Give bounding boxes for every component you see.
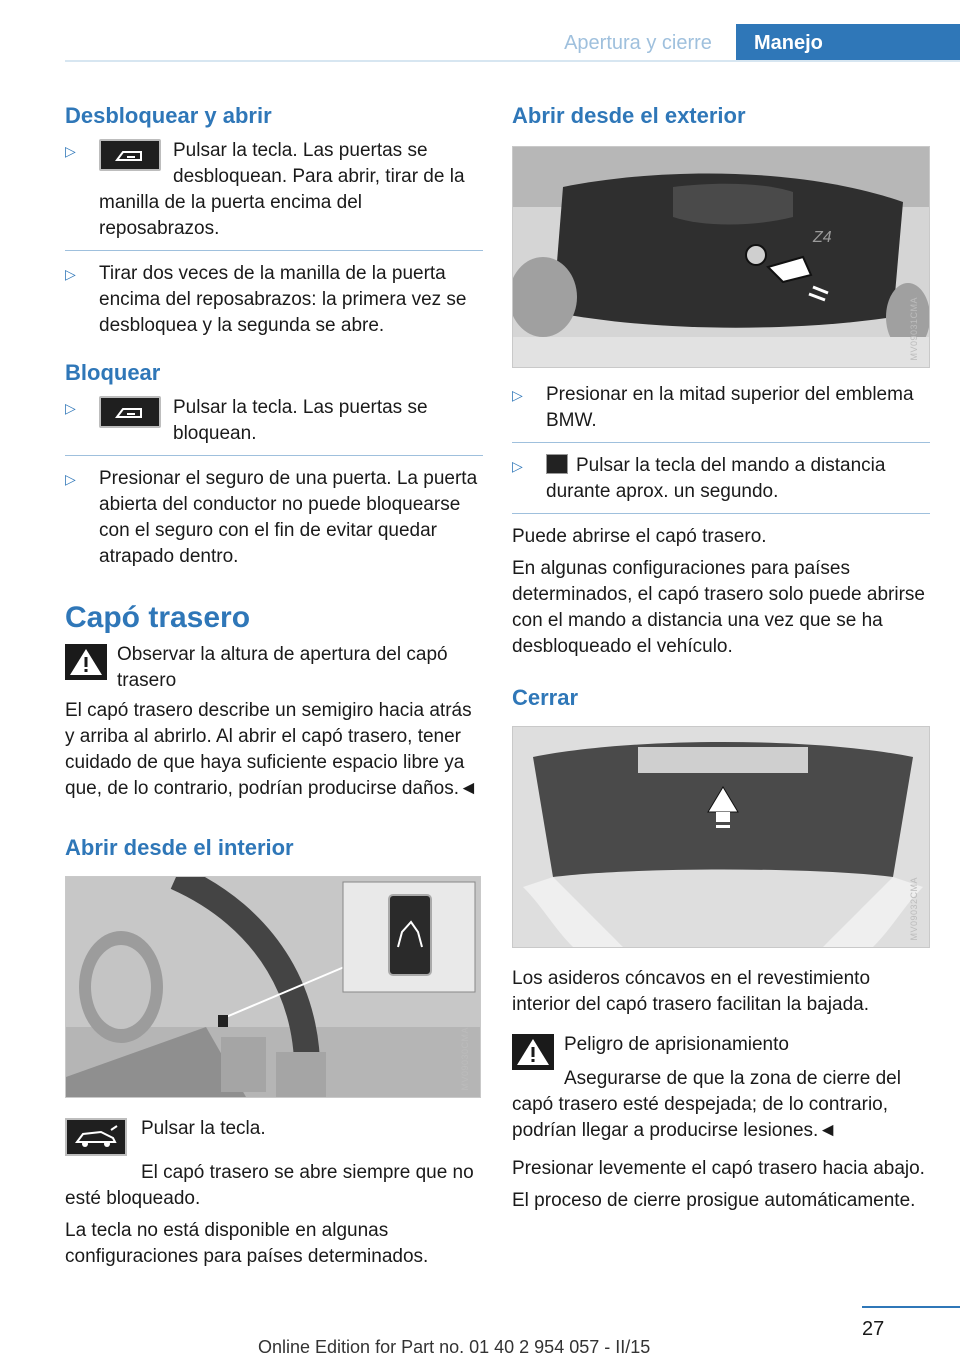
image-code: MV09032CMA — [909, 877, 919, 941]
heading-capo-trasero: Capó trasero — [65, 601, 251, 634]
image-code: MV09031CMA — [909, 297, 919, 361]
header-section-title: Apertura y cierre — [564, 32, 712, 54]
emblem-instruction: Presionar en la mitad superior del emble… — [546, 384, 914, 431]
right-column: Abrir desde el exterior Z4 MV09031CMA ▷ … — [512, 100, 930, 1214]
unlock-key-icon — [99, 139, 161, 171]
closing-press-note: Presionar levemente el capó trasero haci… — [512, 1158, 925, 1179]
footer-rule — [862, 1306, 960, 1308]
image-code: MV09030CMA — [460, 1027, 470, 1091]
divider — [65, 250, 483, 251]
left-column: Desbloquear y abrir ▷ Pulsar la tecla. L… — [65, 100, 483, 1270]
heading-bloquear: Bloquear — [65, 360, 161, 385]
divider — [512, 513, 930, 514]
closing-handles-note: Los asideros cóncavos en el revestimient… — [512, 968, 871, 1015]
heading-abrir-exterior: Abrir desde el exterior — [512, 103, 746, 128]
capo-description: El capó trasero describe un semigiro hac… — [65, 700, 478, 799]
interior-open-condition: El capó trasero se abre siempre que no e… — [65, 1162, 474, 1209]
list-item: ▷ Presionar el seguro de una puerta. La … — [65, 466, 483, 570]
lock-instruction: Pulsar la tecla. Las puertas se bloquean… — [173, 397, 428, 444]
warning-title: Peligro de aprisionamiento — [564, 1034, 789, 1055]
tailgate-key-icon — [65, 1118, 127, 1156]
divider — [65, 455, 483, 456]
interior-key-block: Pulsar la tecla. — [65, 1116, 483, 1156]
footer-edition: Online Edition for Part no. 01 40 2 954 … — [258, 1337, 651, 1357]
closing-auto-note: El proceso de cierre prosigue automática… — [512, 1190, 916, 1211]
bullet-triangle-icon: ▷ — [65, 400, 76, 416]
warning-text: Observar la altura de apertura del capó … — [117, 644, 448, 691]
header-chapter-tab[interactable]: Manejo — [736, 24, 960, 62]
unlock-handle-instruction: Tirar dos veces de la manilla de la puer… — [99, 263, 467, 336]
lock-door-instruction: Presionar el seguro de una puerta. La pu… — [99, 468, 478, 567]
warning-block: Peligro de aprisionamiento — [512, 1032, 930, 1070]
unlock-instruction: Pulsar la tecla. Las puertas se desbloqu… — [99, 140, 465, 239]
bullet-triangle-icon: ▷ — [512, 387, 523, 403]
list-item: ▷ Tirar dos veces de la manilla de la pu… — [65, 261, 483, 339]
warning-block: Observar la altura de apertura del capó … — [65, 642, 483, 694]
exterior-trunk-photo: Z4 MV09031CMA — [512, 146, 930, 368]
divider — [512, 442, 930, 443]
interior-note: La tecla no está disponible en algunas c… — [65, 1220, 429, 1267]
warning-icon — [512, 1034, 554, 1070]
heading-abrir-interior: Abrir desde el interior — [65, 835, 294, 860]
list-item: ▷ Presionar en la mitad superior del emb… — [512, 382, 930, 434]
closing-trunk-photo: MV09032CMA — [512, 726, 930, 948]
bullet-triangle-icon: ▷ — [65, 143, 76, 159]
warning-icon — [65, 644, 107, 680]
remote-key-icon — [546, 454, 568, 474]
list-item: ▷ Pulsar la tecla. Las puertas se desblo… — [65, 138, 483, 242]
list-item: ▷ Pulsar la tecla. Las puertas se bloque… — [65, 395, 483, 447]
header-rule — [65, 60, 960, 62]
page-number: 27 — [862, 1318, 885, 1340]
exterior-result: Puede abrirse el capó trasero. — [512, 526, 767, 547]
key-instruction: Pulsar la tecla. — [141, 1118, 266, 1139]
bullet-triangle-icon: ▷ — [65, 266, 76, 282]
warning-body: Asegurarse de que la zona de cierre del … — [512, 1068, 901, 1141]
heading-cerrar: Cerrar — [512, 685, 579, 710]
svg-text:Z4: Z4 — [812, 229, 832, 246]
lock-key-icon — [99, 396, 161, 428]
interior-release-photo: MV09030CMA — [65, 876, 481, 1098]
bullet-triangle-icon: ▷ — [512, 458, 523, 474]
bullet-triangle-icon: ▷ — [65, 471, 76, 487]
exterior-country-note: En algunas configuraciones para países d… — [512, 558, 925, 657]
remote-instruction: Pulsar la tecla del mando a distancia du… — [546, 455, 886, 502]
heading-desbloquear: Desbloquear y abrir — [65, 103, 272, 128]
list-item: ▷ Pulsar la tecla del mando a distancia … — [512, 453, 930, 505]
